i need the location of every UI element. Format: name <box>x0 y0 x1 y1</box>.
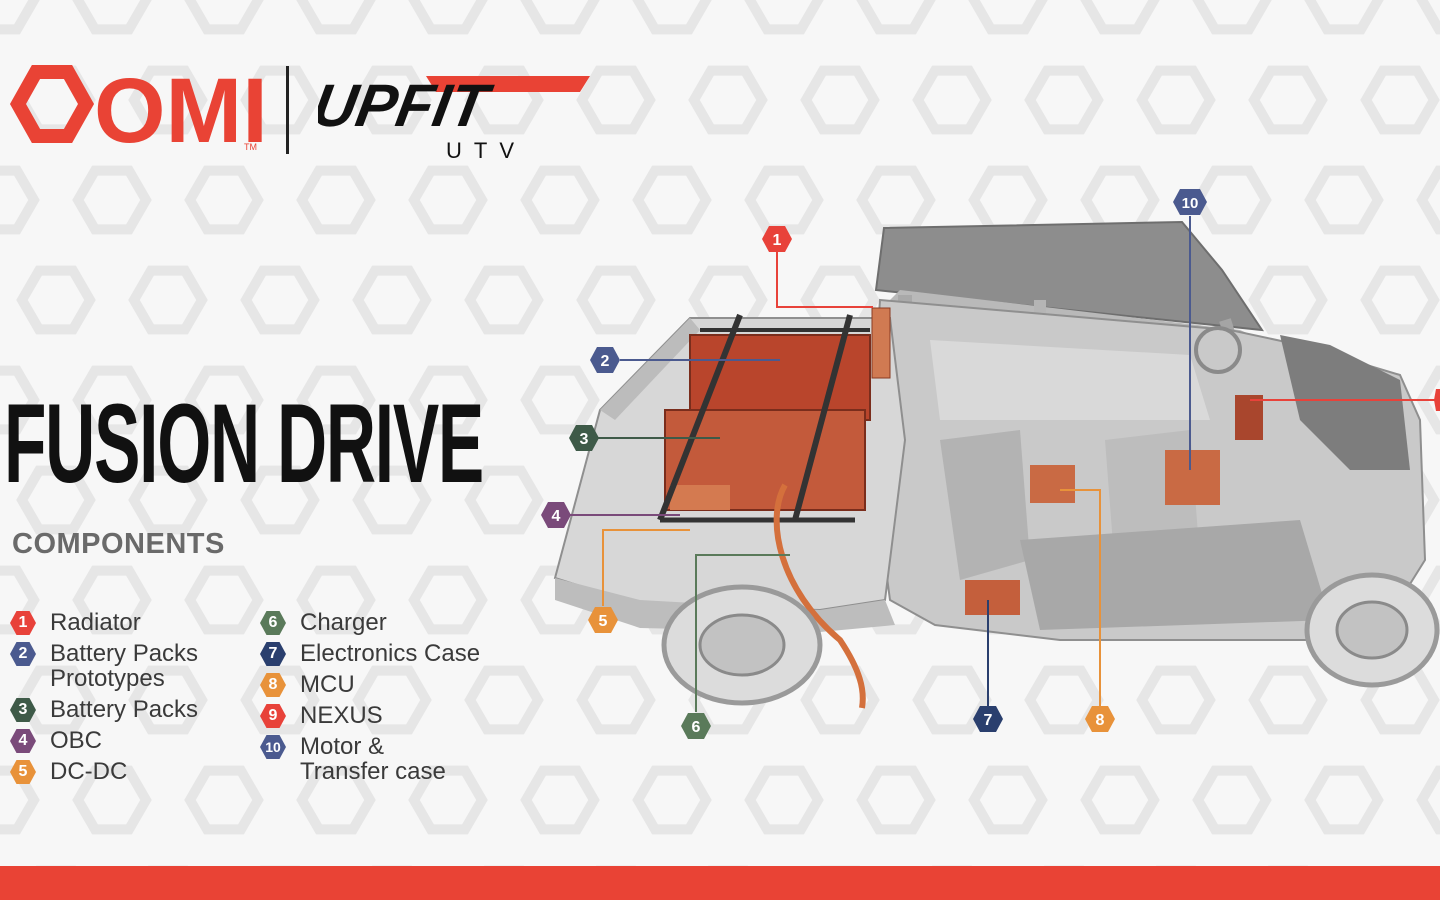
callout-7: 7 <box>973 706 1003 732</box>
hexagon-badge-icon: 7 <box>260 642 286 666</box>
legend-label: OBC <box>50 727 103 754</box>
callout-6: 6 <box>681 713 711 739</box>
legend-label: MCU <box>300 671 355 698</box>
legend-item-radiator: 1 Radiator <box>10 610 141 635</box>
mcu-component <box>1030 465 1075 503</box>
callout-number: 7 <box>984 712 993 729</box>
logo-divider <box>286 66 289 154</box>
legend-item-mcu: 8 MCU <box>260 672 355 697</box>
hexagon-badge-icon: 6 <box>260 611 286 635</box>
page-title: FUSION DRIVE <box>4 381 484 506</box>
callout-1: 1 <box>762 226 792 252</box>
legend-item-electronics-case: 7 Electronics Case <box>260 641 480 666</box>
trademark-mark: TM <box>244 142 257 152</box>
upfit-logo-text: UPFIT <box>318 71 498 138</box>
legend-label: Battery Packs <box>50 696 199 723</box>
legend-label: Radiator <box>50 609 141 636</box>
legend-label: Charger <box>300 609 387 636</box>
leader-line-1 <box>776 252 873 308</box>
vehicle-roof <box>874 220 1265 332</box>
vehicle-front-wheel <box>1304 572 1440 688</box>
utv-logo-text: UTV <box>446 138 526 162</box>
leader-line-6 <box>695 554 790 712</box>
charger-cable <box>773 483 866 709</box>
callout-number: 3 <box>580 431 589 448</box>
legend-label: Battery Packs Prototypes <box>50 640 199 692</box>
legend-label: Electronics Case <box>300 640 481 667</box>
hexagon-badge-icon: 9 <box>260 704 286 728</box>
legend-label: NEXUS <box>300 702 383 729</box>
legend-item-dc-dc: 5 DC-DC <box>10 759 127 784</box>
motor-transfer-case-component <box>1165 450 1220 505</box>
callout-number: 5 <box>599 613 608 630</box>
omi-logo: OMI TM <box>9 60 266 155</box>
leader-line-5 <box>602 529 690 606</box>
callout-number: 1 <box>773 232 782 249</box>
legend-label: DC-DC <box>50 758 128 785</box>
legend-item-nexus: 9 NEXUS <box>260 703 383 728</box>
legend-label: Motor & Transfer case <box>300 733 446 785</box>
hexagon-badge-icon: 8 <box>260 673 286 697</box>
callout-number: 6 <box>692 719 701 736</box>
legend-item-motor-transfer-case: 10 Motor & Transfer case <box>260 734 446 784</box>
callout-5: 5 <box>588 607 618 633</box>
leader-line-8 <box>1060 489 1101 706</box>
callout-number: 2 <box>601 353 610 370</box>
components-heading: COMPONENTS <box>12 528 225 560</box>
callout-2: 2 <box>590 347 620 373</box>
callout-10: 10 <box>1173 189 1207 215</box>
legend-item-charger: 6 Charger <box>260 610 387 635</box>
callout-number: 10 <box>1182 195 1199 212</box>
callout-9 <box>1434 389 1440 411</box>
callout-4: 4 <box>541 502 571 528</box>
footer-bar <box>0 866 1440 900</box>
callout-number: 8 <box>1096 712 1105 729</box>
electronics-case-component <box>965 580 1020 615</box>
hexagon-badge-icon: 10 <box>260 735 286 759</box>
callout-number: 4 <box>552 508 561 525</box>
vehicle-rear-wheel <box>661 584 823 706</box>
callout-8: 8 <box>1085 706 1115 732</box>
legend-item-battery-packs: 3 Battery Packs <box>10 697 198 722</box>
callout-3: 3 <box>569 425 599 451</box>
legend-item-obc: 4 OBC <box>10 728 102 753</box>
legend-item-battery-packs-prototypes: 2 Battery Packs Prototypes <box>10 641 198 691</box>
nexus-component <box>1235 395 1263 440</box>
upfit-utv-logo: UPFIT UTV <box>318 71 590 162</box>
radiator-component <box>871 307 891 379</box>
omi-logo-text: OMI <box>94 60 266 155</box>
